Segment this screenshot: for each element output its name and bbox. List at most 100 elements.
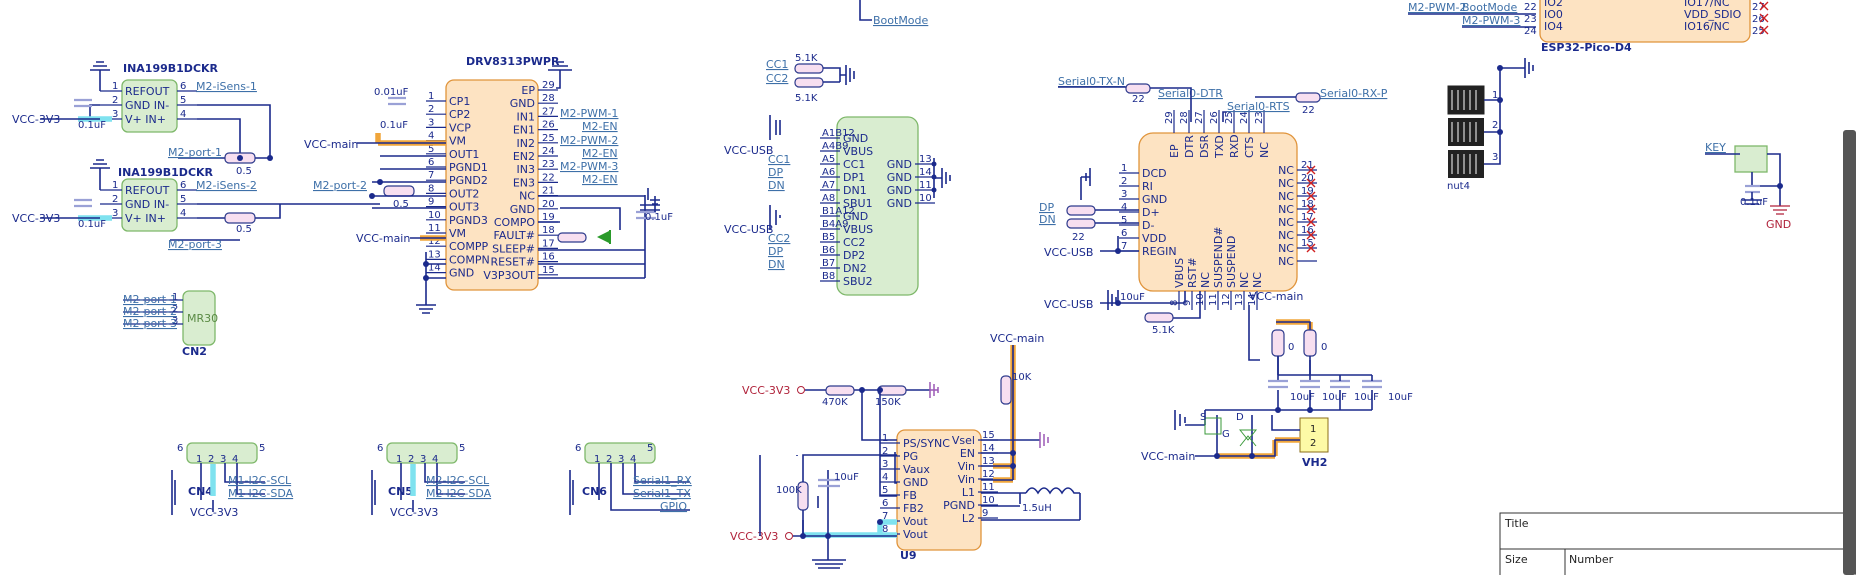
svg-text:150K: 150K <box>875 397 901 408</box>
svg-text:Serial1_TX[interactable]: Serial1_TX <box>633 487 691 500</box>
svg-text:M1-I2C-SDA[interactable]: M1-I2C-SDA <box>228 487 294 500</box>
drv8313-ic[interactable]: DRV8313PWPR CP11CP22VCP3VM4OUT15PGND16PG… <box>426 55 560 291</box>
svg-text:M2-iSens-2[interactable]: M2-iSens-2 <box>196 179 257 192</box>
ina-top-ref: INA199B1DCKR <box>123 62 219 75</box>
svg-text:2: 2 <box>1492 120 1498 131</box>
u9-regulator[interactable]: U9 PS/SYNC1PG2Vaux3GND4FB5FB26Vout7Vout8… <box>880 429 998 562</box>
svg-text:26: 26 <box>542 120 555 131</box>
svg-text:10uF: 10uF <box>1120 292 1145 303</box>
svg-text:M2-I2C-SDA[interactable]: M2-I2C-SDA <box>426 487 492 500</box>
u9-left-pin-3: GND <box>903 476 928 489</box>
usb-c-connector[interactable]: GNDA1B12VBUSA4B9CC1A5DP1A6DN1A7SBU1A8GND… <box>820 116 935 296</box>
vertical-scrollbar[interactable] <box>1843 130 1856 575</box>
svg-text:23: 23 <box>1524 14 1537 25</box>
svg-text:25: 25 <box>542 133 555 144</box>
svg-text:M2-EN[interactable]: M2-EN <box>582 147 618 160</box>
svg-text:1: 1 <box>196 454 202 465</box>
svg-text:M2-port-1[interactable]: M2-port-1 <box>168 146 222 159</box>
u9-left-pin-2: Vaux <box>903 463 930 476</box>
svg-text:2: 2 <box>208 454 214 465</box>
svg-text:4: 4 <box>232 454 238 465</box>
svg-text:Title: Title <box>1504 517 1529 530</box>
svg-text:M2-port-3[interactable]: M2-port-3 <box>168 238 222 251</box>
svg-text:B4A9: B4A9 <box>822 219 848 230</box>
svg-text:V+ IN+: V+ IN+ <box>125 113 166 126</box>
svg-text:22: 22 <box>542 172 555 183</box>
key-button[interactable]: KEY 0.1uF GND <box>1705 141 1791 231</box>
svg-text:28: 28 <box>542 93 555 104</box>
cn2-mr30-connector[interactable]: MR30 CN2 M2-port-1 M2-port-2 M2-port-3 1… <box>123 290 218 358</box>
svg-text:24: 24 <box>1524 26 1537 37</box>
svg-text:DP[interactable]: DP <box>768 166 783 179</box>
svg-text:M2-PWM-1[interactable]: M2-PWM-1 <box>560 107 618 120</box>
svg-text:4: 4 <box>1121 202 1127 213</box>
cn4-connector[interactable]: 6 1 2 3 4 5 CN4 M1-I2C-SCL M1-I2C-SDA VC… <box>171 442 294 519</box>
svg-text:2: 2 <box>408 454 414 465</box>
svg-text:5: 5 <box>180 95 186 106</box>
svg-text:Serial0-RTS[interactable]: Serial0-RTS <box>1227 100 1290 113</box>
svg-text:Serial0-TX-N[interactable]: Serial0-TX-N <box>1058 75 1125 88</box>
svg-text:M2-PWM-3[interactable]: M2-PWM-3 <box>560 160 618 173</box>
svg-text:11: 11 <box>1208 293 1219 306</box>
drv-left-pin-1: CP2 <box>449 108 470 121</box>
svg-text:M2-EN[interactable]: M2-EN <box>582 173 618 186</box>
svg-text:M1-I2C-SCL[interactable]: M1-I2C-SCL <box>228 474 292 487</box>
svg-text:KEY[interactable]: KEY <box>1705 141 1726 154</box>
svg-text:S: S <box>1200 412 1206 423</box>
cp-right-pin-4: NC <box>1278 216 1294 229</box>
svg-text:DN[interactable]: DN <box>768 179 785 192</box>
svg-text:M2-I2C-SCL[interactable]: M2-I2C-SCL <box>426 474 490 487</box>
svg-text:IO0: IO0 <box>1544 8 1563 21</box>
svg-text:10: 10 <box>428 210 441 221</box>
svg-text:Serial0-RX-P[interactable]: Serial0-RX-P <box>1320 87 1388 100</box>
svg-text:M2-iSens-1[interactable]: M2-iSens-1 <box>196 80 257 93</box>
svg-text:DP[interactable]: DP <box>1039 201 1054 214</box>
svg-text:M2-PWM-2[interactable]: M2-PWM-2 <box>560 134 618 147</box>
svg-text:DN[interactable]: DN <box>1039 213 1056 226</box>
svg-text:GPIO[interactable]: GPIO <box>660 500 687 513</box>
svg-text:M2-EN[interactable]: M2-EN <box>582 120 618 133</box>
usb-right-pin-2: GND <box>887 184 912 197</box>
svg-text:6: 6 <box>428 157 434 168</box>
svg-text:M2-port-3[interactable]: M2-port-3 <box>123 317 177 330</box>
svg-text:M2-port-1[interactable]: M2-port-1 <box>123 293 177 306</box>
cc-resistors[interactable]: CC1 CC2 5.1K 5.1K <box>766 53 855 104</box>
svg-text:M2-port-2[interactable]: M2-port-2 <box>313 179 367 192</box>
svg-text:6: 6 <box>377 443 383 454</box>
usb-right-pin-1: GND <box>887 171 912 184</box>
drv-left-pin-7: OUT2 <box>449 187 479 200</box>
svg-text:Serial1_RX[interactable]: Serial1_RX <box>633 474 692 487</box>
svg-text:DP[interactable]: DP <box>768 245 783 258</box>
cn6-connector[interactable]: 6 1 2 3 4 5 CN6 Serial1_RX Serial1_TX GP… <box>569 442 692 515</box>
svg-text:DN[interactable]: DN <box>768 258 785 271</box>
drv-right-pin-9: GND <box>510 203 535 216</box>
svg-text:10uF: 10uF <box>834 472 859 483</box>
svg-text:CC1[interactable]: CC1 <box>768 153 790 166</box>
cp-top-pin-3: TXD <box>1213 135 1226 159</box>
svg-text:0: 0 <box>1321 342 1327 353</box>
esp32-pico-d4[interactable]: ESP32-Pico-D4 IO2 IO0 IO4 22 23 24 IO17/… <box>1524 0 1769 54</box>
svg-text:M2-PWM-3[interactable]: M2-PWM-3 <box>1462 14 1520 27</box>
svg-text:1.5uH: 1.5uH <box>1022 503 1052 514</box>
svg-text:27: 27 <box>542 106 555 117</box>
cn5-connector[interactable]: 6 1 2 3 4 5 CN5 M2-I2C-SCL M2-I2C-SDA VC… <box>371 442 492 519</box>
svg-text:17: 17 <box>1301 212 1314 223</box>
svg-text:7: 7 <box>882 511 888 522</box>
svg-text:V+ IN+: V+ IN+ <box>125 212 166 225</box>
vh2-header[interactable]: 1 2 VH2 <box>1299 417 1329 469</box>
svg-text:CC2[interactable]: CC2 <box>768 232 790 245</box>
svg-text:BootMode[interactable]: BootMode <box>1462 1 1518 14</box>
ina199-bottom[interactable]: INA199B1DCKR REFOUT GND IN- V+ IN+ 1 2 3… <box>100 166 257 232</box>
svg-text:M2-port-2[interactable]: M2-port-2 <box>123 305 177 318</box>
nut4-mounting[interactable]: 1 2 3 nut4 <box>1447 58 1534 192</box>
svg-text:0.1uF: 0.1uF <box>380 120 408 131</box>
svg-text:B5: B5 <box>822 232 835 243</box>
svg-text:16: 16 <box>542 252 555 263</box>
svg-text:CC2[interactable]: CC2 <box>766 72 788 85</box>
ina199-top[interactable]: INA199B1DCKR REFOUT GND IN- V+ IN+ 1 2 3… <box>100 62 257 133</box>
svg-text:M2-PWM-2[interactable]: M2-PWM-2 <box>1408 1 1466 14</box>
svg-text:CC1[interactable]: CC1 <box>766 58 788 71</box>
bootmode-net[interactable]: BootMode <box>873 14 929 27</box>
svg-text:9: 9 <box>428 197 434 208</box>
